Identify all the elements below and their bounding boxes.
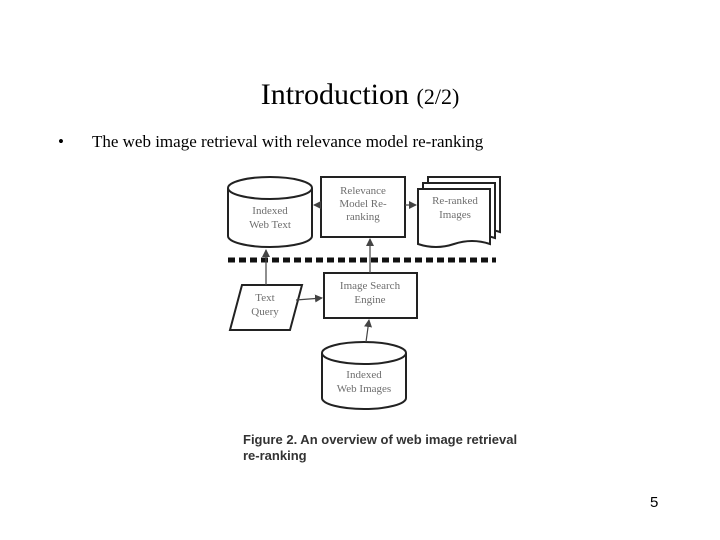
reranked-images-line-2: Images — [439, 209, 471, 221]
bullet-text: The web image retrieval with relevance m… — [91, 132, 484, 151]
text-query-input: Text Query — [228, 284, 304, 331]
slide-title: Introduction (2/2) — [0, 78, 720, 112]
image-search-engine-line-1: Image Search — [340, 280, 401, 292]
reranked-images-line-1: Re-ranked — [432, 195, 478, 207]
image-search-engine-box: Image Search Engine — [323, 272, 418, 319]
relevance-model-line-2: Model Re- — [339, 198, 387, 210]
title-sub: (2/2) — [416, 84, 460, 109]
indexed-web-images-line-1: Indexed — [346, 369, 382, 381]
arrow-webimages-to-engine — [364, 319, 373, 343]
bullet-dot: • — [58, 132, 64, 151]
image-search-engine-line-2: Engine — [354, 294, 385, 306]
bullet-item: • The web image retrieval with relevance… — [58, 132, 483, 152]
indexed-web-text-line-2: Web Text — [249, 219, 291, 231]
title-main: Introduction — [260, 78, 410, 111]
arrow-query-to-engine — [295, 294, 323, 303]
caption-line-1: Figure 2. An overview of web image retri… — [243, 432, 518, 447]
indexed-web-text-line-1: Indexed — [252, 205, 288, 217]
relevance-model-line-1: Relevance — [340, 185, 386, 197]
indexed-web-images-line-2: Web Images — [337, 383, 391, 395]
indexed-web-images-db: Indexed Web Images — [321, 341, 407, 410]
figure-caption: Figure 2. An overview of web image retri… — [243, 432, 517, 464]
text-query-line-2: Query — [251, 306, 279, 318]
relevance-model-line-3: ranking — [346, 211, 380, 223]
caption-line-2: re-ranking — [243, 448, 307, 463]
indexed-web-text-db: Indexed Web Text — [227, 176, 313, 248]
text-query-line-1: Text — [255, 292, 274, 304]
reranked-images-docs: Re-ranked Images — [417, 176, 501, 248]
page-number: 5 — [650, 494, 659, 511]
relevance-model-box: Relevance Model Re- ranking — [320, 176, 406, 238]
